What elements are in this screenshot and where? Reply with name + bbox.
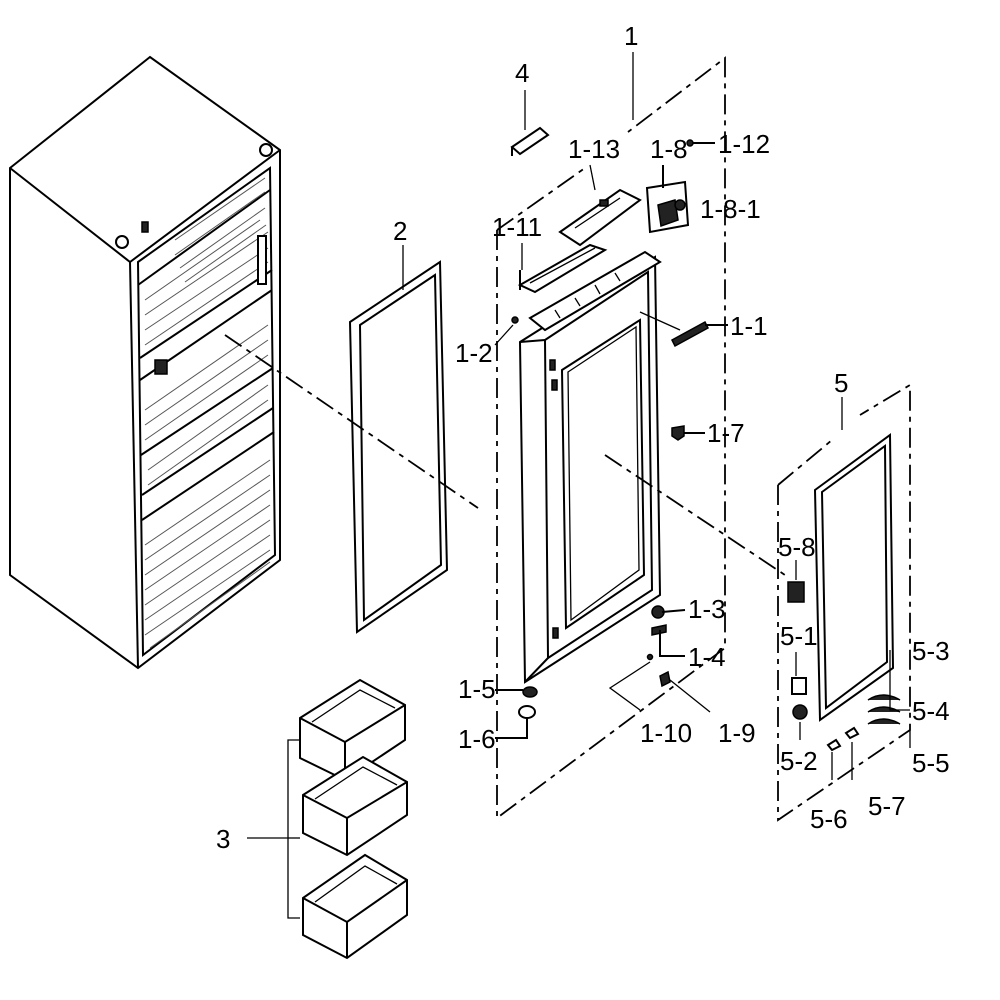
label-5-1: 5-1 — [780, 621, 818, 651]
stopper-part — [671, 425, 705, 441]
door-gasket — [348, 260, 449, 634]
label-1-12: 1-12 — [718, 129, 770, 159]
label-3: 3 — [216, 824, 230, 854]
handle-part — [510, 126, 550, 156]
label-leaders — [402, 52, 911, 748]
door-bin-bottom — [302, 853, 408, 960]
door-bins — [247, 678, 408, 960]
label-5-8: 5-8 — [778, 532, 816, 562]
label-5-5: 5-5 — [912, 748, 950, 778]
washer-parts — [495, 686, 538, 739]
door-assembly — [496, 56, 726, 820]
label-5-2: 5-2 — [780, 746, 818, 776]
label-1-10: 1-10 — [640, 718, 692, 748]
label-1-9: 1-9 — [718, 718, 756, 748]
label-2: 2 — [393, 216, 407, 246]
label-1-8-1: 1-8-1 — [700, 194, 761, 224]
label-1-3: 1-3 — [688, 594, 726, 624]
label-1-5: 1-5 — [458, 674, 496, 704]
label-5-3: 5-3 — [912, 636, 950, 666]
door-bin-top — [299, 678, 406, 782]
label-4: 4 — [515, 58, 529, 88]
screw-part — [686, 139, 715, 147]
leader-lines — [224, 311, 786, 576]
label-5: 5 — [834, 368, 848, 398]
cap-deco-part — [517, 243, 608, 294]
bottom-hinge-parts — [651, 605, 686, 657]
label-1-1: 1-1 — [730, 311, 768, 341]
pin-part — [511, 316, 519, 324]
label-1: 1 — [624, 21, 638, 51]
label-1-2: 1-2 — [455, 338, 493, 368]
label-1-4: 1-4 — [688, 642, 726, 672]
refrigerator-cabinet — [9, 55, 281, 670]
bracket-screw-parts — [608, 653, 711, 713]
label-1-6: 1-6 — [458, 724, 496, 754]
label-5-7: 5-7 — [868, 791, 906, 821]
label-5-4: 5-4 — [912, 696, 950, 726]
label-1-11: 1-11 — [492, 212, 542, 242]
label-5-6: 5-6 — [810, 804, 848, 834]
top-cover-part — [558, 188, 642, 247]
callout-labels: 1 2 3 4 5 1-1 1-2 1-3 1-4 1-5 1-6 1-7 1-… — [216, 21, 950, 854]
label-1-7: 1-7 — [707, 418, 745, 448]
label-1-13: 1-13 — [568, 134, 620, 164]
label-1-8: 1-8 — [650, 134, 688, 164]
door-bin-middle — [302, 755, 408, 857]
switch-box — [645, 165, 690, 234]
spring-part — [671, 320, 728, 348]
